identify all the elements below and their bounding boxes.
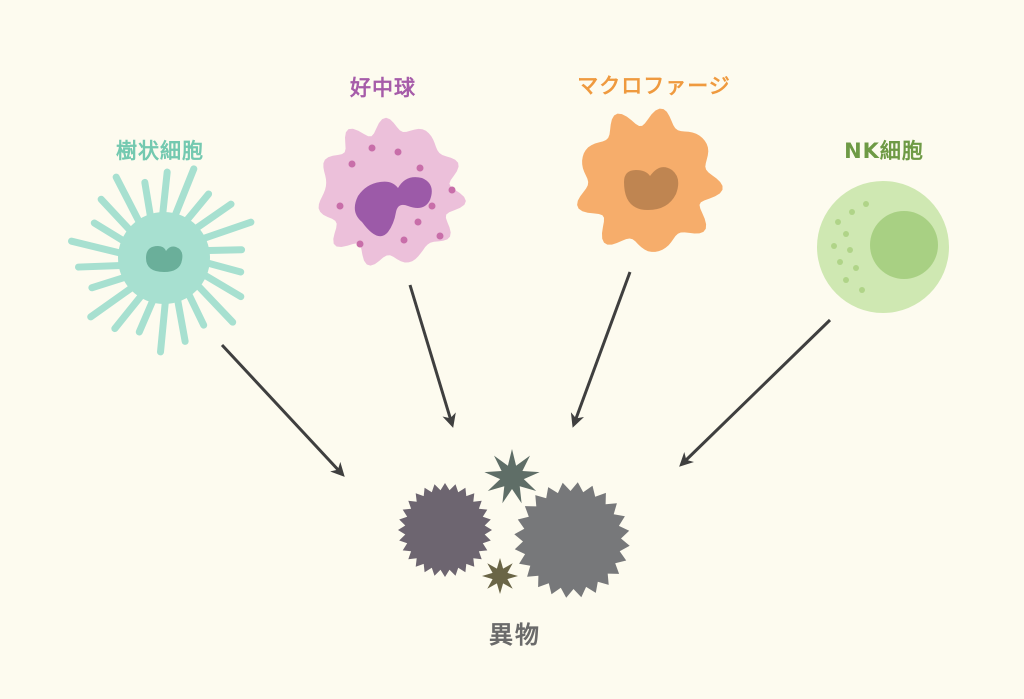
- neutrophil-granule: [336, 202, 344, 210]
- neutrophil-granule: [356, 240, 364, 248]
- nk-granule: [837, 259, 843, 265]
- arrow-macrophage-to-foreign: [570, 271, 632, 428]
- arrow-dendritic-to-foreign: [220, 343, 345, 477]
- dendrite-branch: [197, 269, 245, 301]
- dendritic-nucleus: [146, 246, 183, 272]
- dendritic-cell-label: 樹状細胞: [116, 139, 204, 163]
- dendrite-branch: [199, 246, 246, 255]
- nk-granule: [847, 247, 853, 253]
- dendrite-branch: [157, 294, 170, 356]
- nk-granule: [843, 277, 849, 283]
- dendrite-branch: [87, 281, 139, 321]
- nk-granule: [853, 265, 859, 271]
- dendrite-branch: [200, 258, 245, 276]
- dendrite-branch: [180, 190, 213, 227]
- neutrophil-illustration: [318, 117, 466, 266]
- nk-granule: [835, 219, 841, 225]
- dendrite-branch: [196, 218, 255, 244]
- dendrite-branch: [74, 261, 129, 271]
- neutrophil-granule: [416, 164, 424, 172]
- dendrite-branch: [173, 292, 189, 345]
- neutrophil-granule: [400, 236, 408, 244]
- dendrite-branch: [97, 195, 137, 237]
- dendrite-branch: [183, 287, 208, 329]
- dendrite-branch: [141, 178, 155, 224]
- dendrite-branch: [90, 219, 131, 247]
- foreign-body-gray: [514, 482, 630, 598]
- neutrophil-nucleus: [354, 177, 432, 237]
- neutrophil-granule: [368, 144, 376, 152]
- arrow-nk-to-foreign: [679, 318, 832, 467]
- neutrophil-granule: [436, 232, 444, 240]
- nk-granule: [843, 231, 849, 237]
- macrophage-nucleus: [624, 167, 679, 210]
- nk-granule: [849, 209, 855, 215]
- neutrophil-granule: [394, 148, 402, 156]
- foreign-body-tiny-star: [482, 558, 518, 594]
- nk-cell-illustration: [817, 181, 949, 313]
- macrophage-illustration: [577, 108, 723, 252]
- arrow-neutrophil-to-foreign: [408, 284, 456, 428]
- foreign-body-small-star: [484, 449, 540, 504]
- neutrophil-granule: [448, 186, 456, 194]
- dendrite-branch: [68, 237, 128, 258]
- nk-cell-label: NK細胞: [844, 139, 924, 163]
- nk-granule: [863, 201, 869, 207]
- nk-granule: [831, 243, 837, 249]
- dendrite-branch: [112, 173, 145, 229]
- macrophage-label: マクロファージ: [577, 74, 731, 98]
- dendrite-branch: [111, 289, 148, 333]
- dendrite-branch: [191, 279, 237, 326]
- foreign-body-label: 異物: [489, 621, 541, 649]
- dendrite-branch: [88, 272, 132, 292]
- foreign-body-purple: [398, 483, 492, 577]
- nk-granule: [859, 287, 865, 293]
- dendritic-cell-illustration: [68, 165, 255, 356]
- neutrophil-granule: [348, 160, 356, 168]
- foreign-bodies: [398, 449, 630, 598]
- arrows: [220, 271, 832, 477]
- neutrophil-granule: [428, 202, 436, 210]
- neutrophil-label: 好中球: [350, 76, 416, 100]
- dendrite-branch: [170, 165, 198, 223]
- neutrophil-granule: [414, 218, 422, 226]
- dendrite-branch: [189, 200, 235, 235]
- dendrite-branch: [158, 168, 171, 222]
- dendrite-branch: [135, 293, 158, 336]
